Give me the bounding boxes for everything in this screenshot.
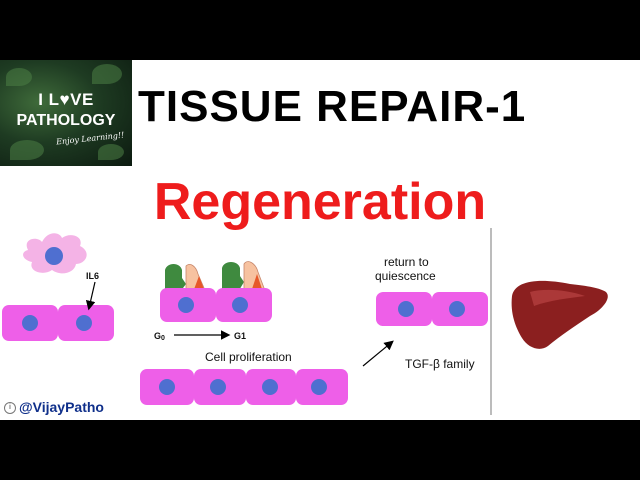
cell-nucleus <box>22 315 38 331</box>
regeneration-diagram: IL6 G0 G1 Cell proliferation <box>2 228 608 415</box>
logo-text-line2: PATHOLOGY <box>16 112 116 129</box>
cell-nucleus <box>311 379 327 395</box>
cell-nucleus <box>398 301 414 317</box>
tgf-beta-label: TGF-β family <box>405 357 475 371</box>
info-icon: i <box>4 402 16 415</box>
quiescence-arrow <box>362 340 394 367</box>
il6-label: IL6 <box>86 271 99 281</box>
logo: I L♥VE PATHOLOGY Enjoy Learning!! <box>0 60 132 166</box>
macrophage-nucleus <box>45 247 63 265</box>
cell-nucleus <box>232 297 248 313</box>
leaf-decoration <box>92 64 122 84</box>
page-title: TISSUE REPAIR-1 <box>138 82 527 131</box>
logo-text-line1: I L♥VE <box>38 90 94 109</box>
slide-canvas: I L♥VE PATHOLOGY Enjoy Learning!! TISSUE… <box>0 60 640 420</box>
cell-proliferation-label: Cell proliferation <box>205 350 292 364</box>
cell-nucleus <box>76 315 92 331</box>
leaf-decoration <box>98 144 124 160</box>
leaf-decoration <box>6 68 32 86</box>
return-label: return to quiescence <box>375 255 436 283</box>
g0-label: G0 <box>154 331 165 342</box>
cell-nucleus <box>449 301 465 317</box>
receptor-pair <box>165 264 205 293</box>
liver-highlight <box>530 289 585 306</box>
subtitle: Regeneration <box>153 173 487 231</box>
author-handle-text: @VijayPatho <box>19 399 104 415</box>
cell-nucleus <box>178 297 194 313</box>
receptor-pair <box>222 261 265 293</box>
cell-nucleus <box>210 379 226 395</box>
cell-nucleus <box>159 379 175 395</box>
il6-arrow <box>85 281 96 311</box>
g1-label: G1 <box>234 331 246 341</box>
leaf-decoration <box>10 140 44 160</box>
author-handle: i@VijayPatho <box>4 399 104 415</box>
cell-nucleus <box>262 379 278 395</box>
